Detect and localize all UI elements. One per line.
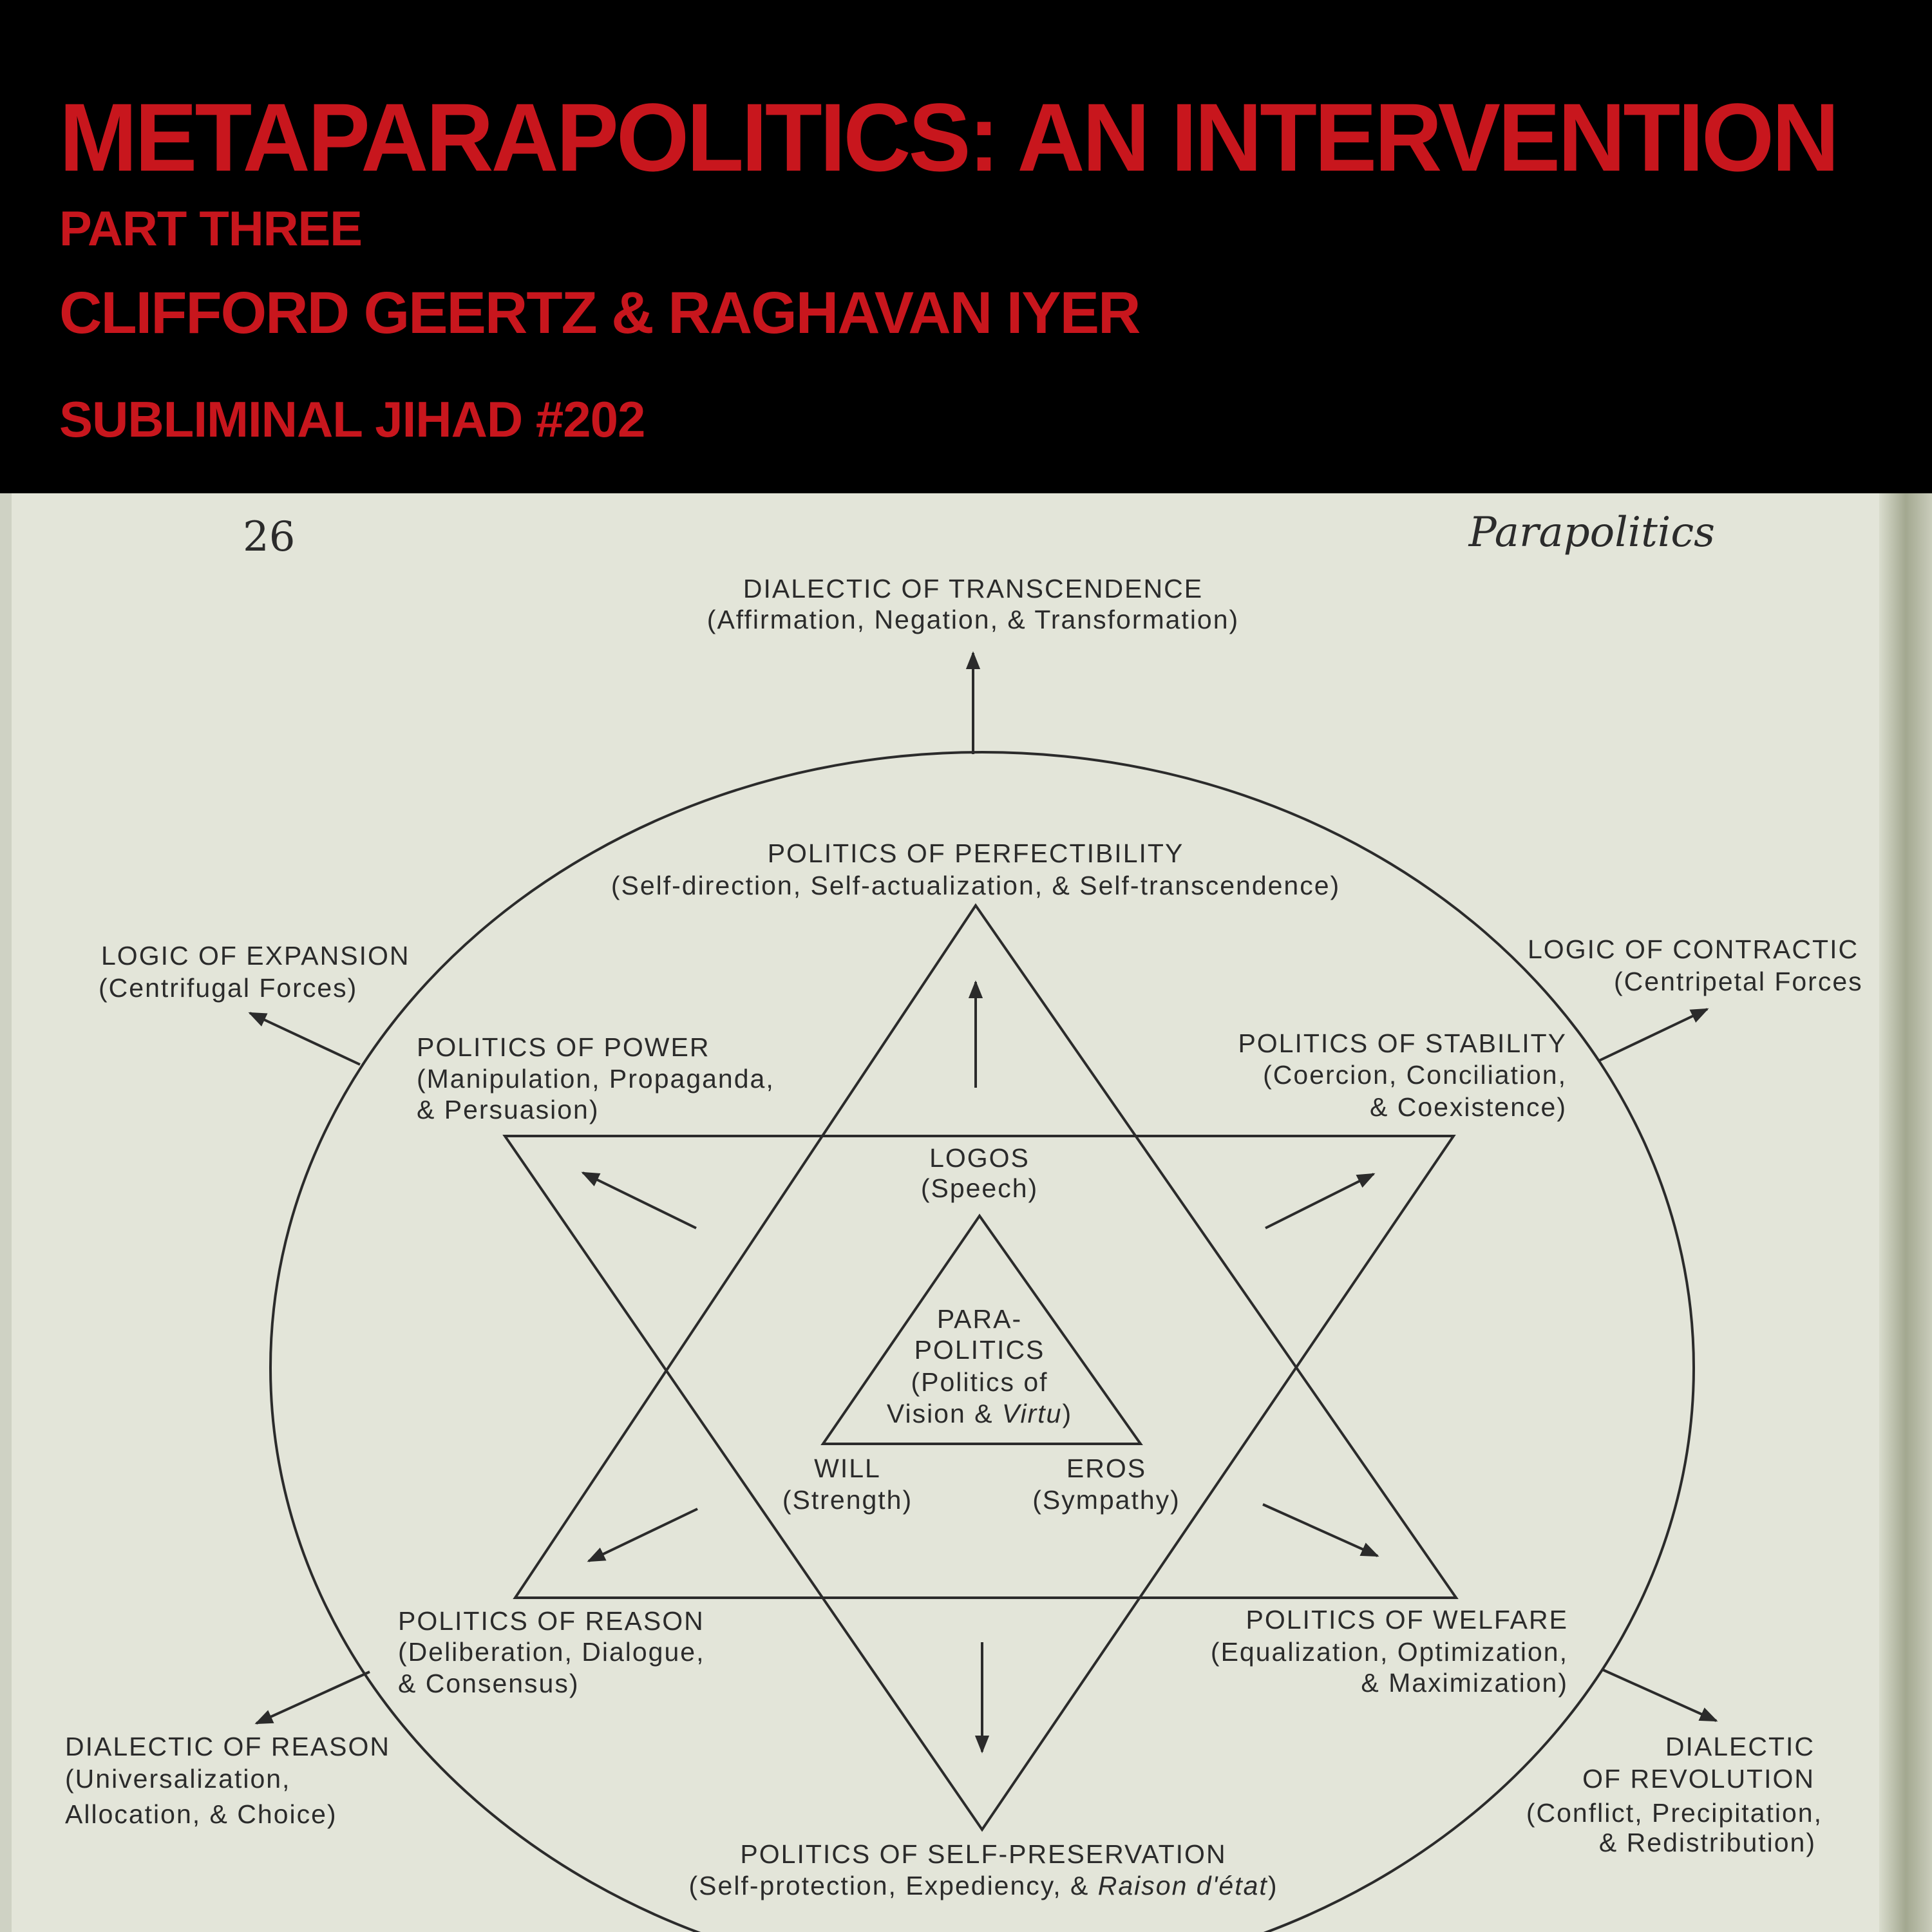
svg-text:(Speech): (Speech) xyxy=(921,1173,1038,1203)
svg-text:(Universalization,: (Universalization, xyxy=(65,1764,290,1794)
arrow-lower-right-inner xyxy=(1262,1503,1379,1557)
diagram-shapes xyxy=(269,751,1695,1932)
episode-authors: CLIFFORD GEERTZ & RAGHAVAN IYER xyxy=(59,280,1141,346)
svg-text:& Coexistence): & Coexistence) xyxy=(1370,1092,1567,1122)
label-welfare: POLITICS OF WELFARE (Equalization, Optim… xyxy=(1211,1605,1568,1698)
label-power: POLITICS OF POWER (Manipulation, Propaga… xyxy=(417,1032,775,1124)
svg-text:(Manipulation, Propaganda,: (Manipulation, Propaganda, xyxy=(417,1064,775,1094)
svg-text:(Centrifugal Forces): (Centrifugal Forces) xyxy=(99,973,357,1003)
svg-text:POLITICS OF STABILITY: POLITICS OF STABILITY xyxy=(1238,1028,1567,1058)
svg-text:(Strength): (Strength) xyxy=(782,1485,913,1515)
svg-text:(Affirmation, Negation, & Tran: (Affirmation, Negation, & Transformation… xyxy=(707,605,1239,634)
label-reason: POLITICS OF REASON (Deliberation, Dialog… xyxy=(398,1606,705,1698)
svg-text:Vision & Virtu): Vision & Virtu) xyxy=(887,1399,1072,1428)
svg-text:LOGOS: LOGOS xyxy=(929,1143,1030,1173)
arrow-upper-right-inner xyxy=(1265,1173,1376,1229)
svg-text:DIALECTIC: DIALECTIC xyxy=(1665,1732,1815,1761)
svg-text:& Redistribution): & Redistribution) xyxy=(1599,1828,1816,1857)
label-stability: POLITICS OF STABILITY (Coercion, Concili… xyxy=(1238,1028,1567,1122)
label-contraction: LOGIC OF CONTRACTIC (Centripetal Forces xyxy=(1528,934,1863,996)
episode-number: SUBLIMINAL JIHAD #202 xyxy=(59,391,645,448)
label-self-preservation: POLITICS OF SELF-PRESERVATION (Self-prot… xyxy=(689,1839,1278,1900)
arrow-lower-left-inner xyxy=(587,1508,698,1562)
inner-triangle xyxy=(820,1213,1143,1445)
svg-text:POLITICS OF REASON: POLITICS OF REASON xyxy=(398,1606,705,1636)
arrow-upper-left-outer xyxy=(248,1012,361,1066)
svg-text:(Politics of: (Politics of xyxy=(911,1367,1048,1397)
svg-text:& Maximization): & Maximization) xyxy=(1361,1668,1568,1698)
label-eros: EROS (Sympathy) xyxy=(1032,1454,1180,1515)
label-transcendence: DIALECTIC OF TRANSCENDENCE (Affirmation,… xyxy=(707,574,1239,634)
episode-title: METAPARAPOLITICS: AN INTERVENTION xyxy=(59,83,1839,191)
book-binding xyxy=(1879,493,1932,1932)
svg-text:& Consensus): & Consensus) xyxy=(398,1669,580,1698)
running-head: Parapolitics xyxy=(1468,509,1715,556)
svg-text:(Deliberation, Dialogue,: (Deliberation, Dialogue, xyxy=(398,1637,705,1667)
outer-circle xyxy=(269,751,1695,1932)
label-logos: LOGOS (Speech) xyxy=(921,1143,1038,1203)
downward-triangle xyxy=(502,1135,1456,1832)
svg-text:(Equalization, Optimization,: (Equalization, Optimization, xyxy=(1211,1637,1568,1667)
label-revolution: DIALECTIC OF REVOLUTION (Conflict, Preci… xyxy=(1526,1732,1823,1857)
label-perfectibility: POLITICS OF PERFECTIBILITY (Self-directi… xyxy=(611,838,1340,900)
label-dialectic-reason: DIALECTIC OF REASON (Universalization, A… xyxy=(65,1732,390,1829)
svg-text:Allocation, & Choice): Allocation, & Choice) xyxy=(65,1799,337,1829)
svg-text:POLITICS: POLITICS xyxy=(914,1335,1045,1365)
diagram-arrows xyxy=(248,651,1718,1754)
label-will: WILL (Strength) xyxy=(782,1454,913,1515)
label-parapolitics: PARA- POLITICS (Politics of Vision & Vir… xyxy=(887,1304,1072,1428)
svg-text:POLITICS OF WELFARE: POLITICS OF WELFARE xyxy=(1246,1605,1568,1634)
episode-part: PART THREE xyxy=(59,202,363,256)
svg-text:DIALECTIC OF TRANSCENDENCE: DIALECTIC OF TRANSCENDENCE xyxy=(743,574,1203,603)
svg-text:POLITICS OF SELF-PRESERVATION: POLITICS OF SELF-PRESERVATION xyxy=(740,1839,1226,1869)
page-number: 26 xyxy=(243,513,295,561)
svg-text:(Self-direction, Self-actualiz: (Self-direction, Self-actualization, & S… xyxy=(611,871,1340,900)
arrow-lower-left-outer xyxy=(254,1671,370,1725)
svg-text:(Coercion, Conciliation,: (Coercion, Conciliation, xyxy=(1263,1060,1567,1090)
arrow-lower-right-outer xyxy=(1601,1668,1718,1722)
svg-text:(Sympathy): (Sympathy) xyxy=(1032,1485,1180,1515)
svg-text:EROS: EROS xyxy=(1066,1454,1146,1483)
svg-text:OF REVOLUTION: OF REVOLUTION xyxy=(1582,1764,1815,1794)
svg-text:(Conflict, Precipitation,: (Conflict, Precipitation, xyxy=(1526,1798,1823,1828)
svg-text:WILL: WILL xyxy=(814,1454,881,1483)
svg-text:PARA-: PARA- xyxy=(937,1304,1022,1334)
svg-text:(Self-protection, Expediency,: (Self-protection, Expediency, & Raison d… xyxy=(689,1871,1278,1900)
svg-text:LOGIC OF CONTRACTIC: LOGIC OF CONTRACTIC xyxy=(1528,934,1859,964)
page-left-edge xyxy=(0,493,12,1932)
arrow-upper-right-outer xyxy=(1598,1008,1709,1062)
svg-text:POLITICS OF PERFECTIBILITY: POLITICS OF PERFECTIBILITY xyxy=(768,838,1184,868)
page-background xyxy=(0,493,1932,1932)
svg-text:(Centripetal Forces: (Centripetal Forces xyxy=(1614,967,1863,996)
arrow-upper-left-inner xyxy=(581,1171,697,1229)
upward-triangle xyxy=(513,903,1459,1599)
svg-text:LOGIC OF EXPANSION: LOGIC OF EXPANSION xyxy=(101,941,410,971)
svg-text:POLITICS OF POWER: POLITICS OF POWER xyxy=(417,1032,710,1062)
svg-text:DIALECTIC OF REASON: DIALECTIC OF REASON xyxy=(65,1732,390,1761)
svg-text:& Persuasion): & Persuasion) xyxy=(417,1095,600,1124)
label-expansion: LOGIC OF EXPANSION (Centrifugal Forces) xyxy=(99,941,410,1003)
